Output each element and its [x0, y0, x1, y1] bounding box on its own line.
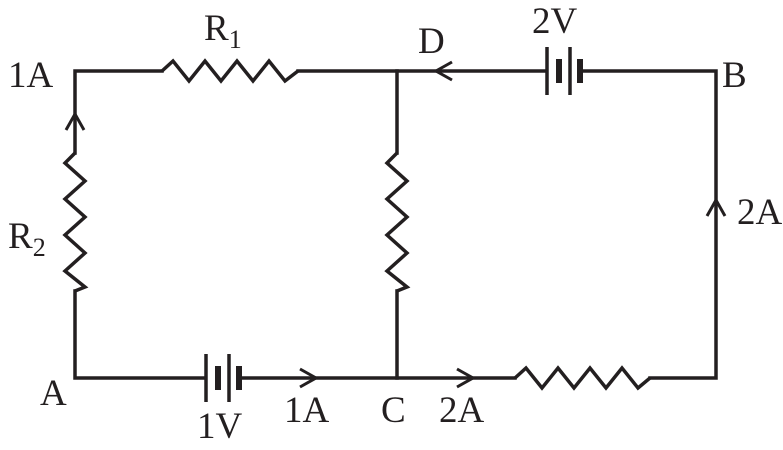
label-r1-main: R [204, 8, 229, 49]
label-r2: R2 [8, 216, 46, 262]
label-r2-subscript: 2 [33, 233, 46, 262]
label-node-c: C [381, 390, 406, 431]
arrow-up-right [705, 196, 727, 217]
label-current-bottom-right: 2A [439, 390, 485, 431]
resistor-r1 [160, 58, 300, 84]
label-node-d: D [418, 21, 445, 62]
label-r1: R1 [204, 8, 242, 54]
wire-top-left [73, 69, 164, 155]
resistor-bottom-right [513, 365, 652, 391]
label-current-top-left: 1A [8, 55, 54, 96]
resistor-r2 [62, 151, 89, 293]
arrow-up-left [64, 110, 86, 131]
wire-left-lower [73, 289, 207, 380]
label-node-b: B [722, 55, 747, 96]
label-current-right: 2A [737, 192, 783, 233]
label-r2-main: R [8, 216, 33, 257]
wires [73, 69, 718, 380]
wire-top-right [577, 69, 718, 380]
resistor-middle [384, 151, 411, 293]
label-battery-2v: 2V [532, 1, 578, 42]
label-battery-1v: 1V [197, 406, 243, 447]
battery-2v [545, 47, 583, 95]
battery-1v [204, 354, 242, 402]
label-r1-subscript: 1 [229, 25, 242, 54]
arrow-right-bottom-1 [299, 367, 320, 389]
label-node-a: A [40, 373, 67, 414]
arrow-left-top [432, 60, 453, 82]
label-current-bottom-mid: 1A [284, 390, 330, 431]
arrow-right-bottom-2 [456, 367, 477, 389]
